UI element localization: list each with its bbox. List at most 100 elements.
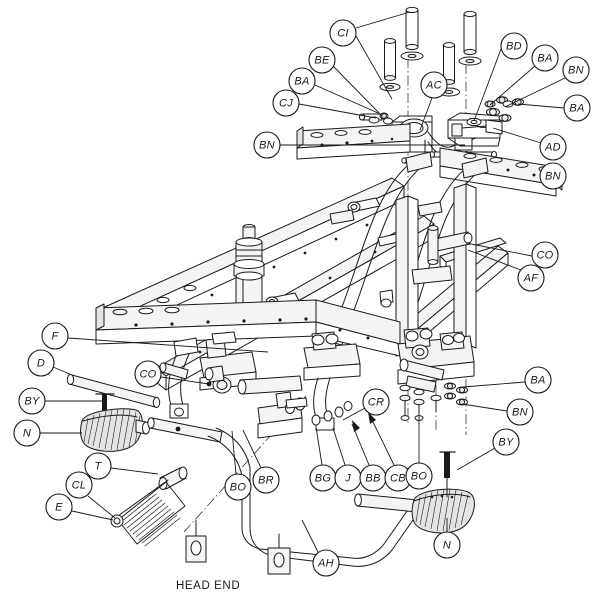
balloon-circle[interactable]	[539, 133, 567, 161]
balloon-circle[interactable]	[288, 67, 316, 95]
balloon-circle[interactable]	[420, 71, 448, 99]
balloon-circle[interactable]	[27, 349, 55, 377]
balloon-circle[interactable]	[492, 428, 520, 456]
balloon-af[interactable]: AF	[517, 264, 545, 292]
balloon-bn[interactable]: BN	[562, 56, 590, 84]
balloon-label: BA	[530, 375, 545, 387]
balloon-ba[interactable]: BA	[563, 94, 591, 122]
leader-line-br	[242, 429, 262, 469]
balloon-label: BR	[258, 475, 274, 487]
balloon-circle[interactable]	[539, 162, 567, 190]
balloon-bn[interactable]: BN	[253, 131, 281, 159]
balloon-label: AH	[317, 558, 334, 570]
leader-line-ba	[517, 103, 565, 109]
balloon-circle[interactable]	[405, 462, 433, 490]
balloon-circle[interactable]	[224, 473, 252, 501]
balloon-label: CJ	[279, 98, 293, 110]
balloon-t[interactable]: T	[84, 452, 112, 480]
balloon-bn[interactable]: BN	[506, 398, 534, 426]
balloon-circle[interactable]	[134, 360, 162, 388]
balloon-n[interactable]: N	[13, 419, 41, 447]
balloon-ci[interactable]: CI	[329, 19, 357, 47]
right-center-linkage	[257, 331, 361, 439]
balloon-bd[interactable]: BD	[500, 32, 528, 60]
balloon-co[interactable]: CO	[531, 241, 559, 269]
balloon-circle[interactable]	[517, 264, 545, 292]
balloon-ah[interactable]: AH	[312, 549, 340, 577]
balloon-ad[interactable]: AD	[539, 133, 567, 161]
balloon-by[interactable]: BY	[18, 387, 46, 415]
balloon-bg[interactable]: BG	[309, 464, 337, 492]
leader-line-cl	[87, 495, 116, 519]
balloon-be[interactable]: BE	[308, 46, 336, 74]
balloon-ba[interactable]: BA	[288, 67, 316, 95]
pedal-rod-right	[354, 493, 419, 513]
balloon-n[interactable]: N	[433, 531, 461, 559]
balloon-label: BB	[365, 473, 380, 485]
balloon-circle[interactable]	[329, 19, 357, 47]
balloon-cl[interactable]: CL	[65, 471, 93, 499]
balloon-co[interactable]: CO	[134, 360, 162, 388]
balloon-circle[interactable]	[506, 398, 534, 426]
balloon-cj[interactable]: CJ	[272, 89, 300, 117]
balloon-circle[interactable]	[253, 131, 281, 159]
balloon-label: BO	[411, 471, 428, 483]
balloon-d[interactable]: D	[27, 349, 55, 377]
balloon-circle[interactable]	[252, 466, 280, 494]
balloon-label: E	[55, 502, 63, 514]
balloon-circle[interactable]	[500, 32, 528, 60]
balloon-f[interactable]: F	[41, 322, 69, 350]
balloon-label: BA	[294, 76, 309, 88]
balloon-label: CO	[536, 250, 553, 262]
balloon-circle[interactable]	[65, 471, 93, 499]
balloon-circle[interactable]	[13, 419, 41, 447]
leader-line-bn	[461, 403, 508, 412]
balloon-label: AF	[523, 273, 540, 285]
balloon-cb[interactable]: CB	[384, 464, 412, 492]
balloon-ac[interactable]: AC	[420, 71, 448, 99]
leader-line-ba	[489, 65, 536, 106]
balloon-circle[interactable]	[41, 322, 69, 350]
bolt-icon	[458, 10, 482, 66]
balloon-bb[interactable]: BB	[359, 464, 387, 492]
balloon-circle[interactable]	[84, 452, 112, 480]
balloon-circle[interactable]	[531, 44, 559, 72]
left-upper-fasteners	[358, 112, 393, 125]
balloon-cr[interactable]: CR	[362, 388, 390, 416]
drawing-caption: HEAD END	[176, 580, 240, 592]
balloon-bn[interactable]: BN	[539, 162, 567, 190]
balloon-by[interactable]: BY	[492, 428, 520, 456]
leader-line-bo	[231, 430, 237, 475]
balloon-label: BN	[512, 407, 528, 419]
balloon-circle[interactable]	[308, 46, 336, 74]
pedal-rod-left	[147, 417, 223, 443]
balloon-circle[interactable]	[524, 366, 552, 394]
balloon-circle[interactable]	[563, 94, 591, 122]
balloon-circle[interactable]	[272, 89, 300, 117]
balloon-bo[interactable]: BO	[224, 473, 252, 501]
balloon-circle[interactable]	[531, 241, 559, 269]
balloon-j[interactable]: J	[334, 464, 362, 492]
balloon-circle[interactable]	[18, 387, 46, 415]
balloon-circle[interactable]	[45, 493, 73, 521]
balloon-bo[interactable]: BO	[405, 462, 433, 490]
rod-f-target	[159, 362, 189, 380]
balloon-label: T	[94, 461, 102, 473]
balloon-label: CR	[368, 397, 385, 409]
leader-line-co	[465, 242, 533, 257]
balloon-circle[interactable]	[312, 549, 340, 577]
bolt-icon	[400, 6, 424, 61]
leader-line-by	[456, 447, 496, 471]
balloon-e[interactable]: E	[45, 493, 73, 521]
balloon-ba[interactable]: BA	[531, 44, 559, 72]
balloon-circle[interactable]	[362, 388, 390, 416]
leader-line-bb	[351, 423, 370, 466]
balloon-label: AD	[544, 142, 561, 154]
balloon-label: BY	[498, 437, 514, 449]
pin-by-right	[439, 451, 456, 498]
balloon-ba[interactable]: BA	[524, 366, 552, 394]
balloon-circle[interactable]	[433, 531, 461, 559]
balloon-circle[interactable]	[562, 56, 590, 84]
balloon-br[interactable]: BR	[252, 466, 280, 494]
